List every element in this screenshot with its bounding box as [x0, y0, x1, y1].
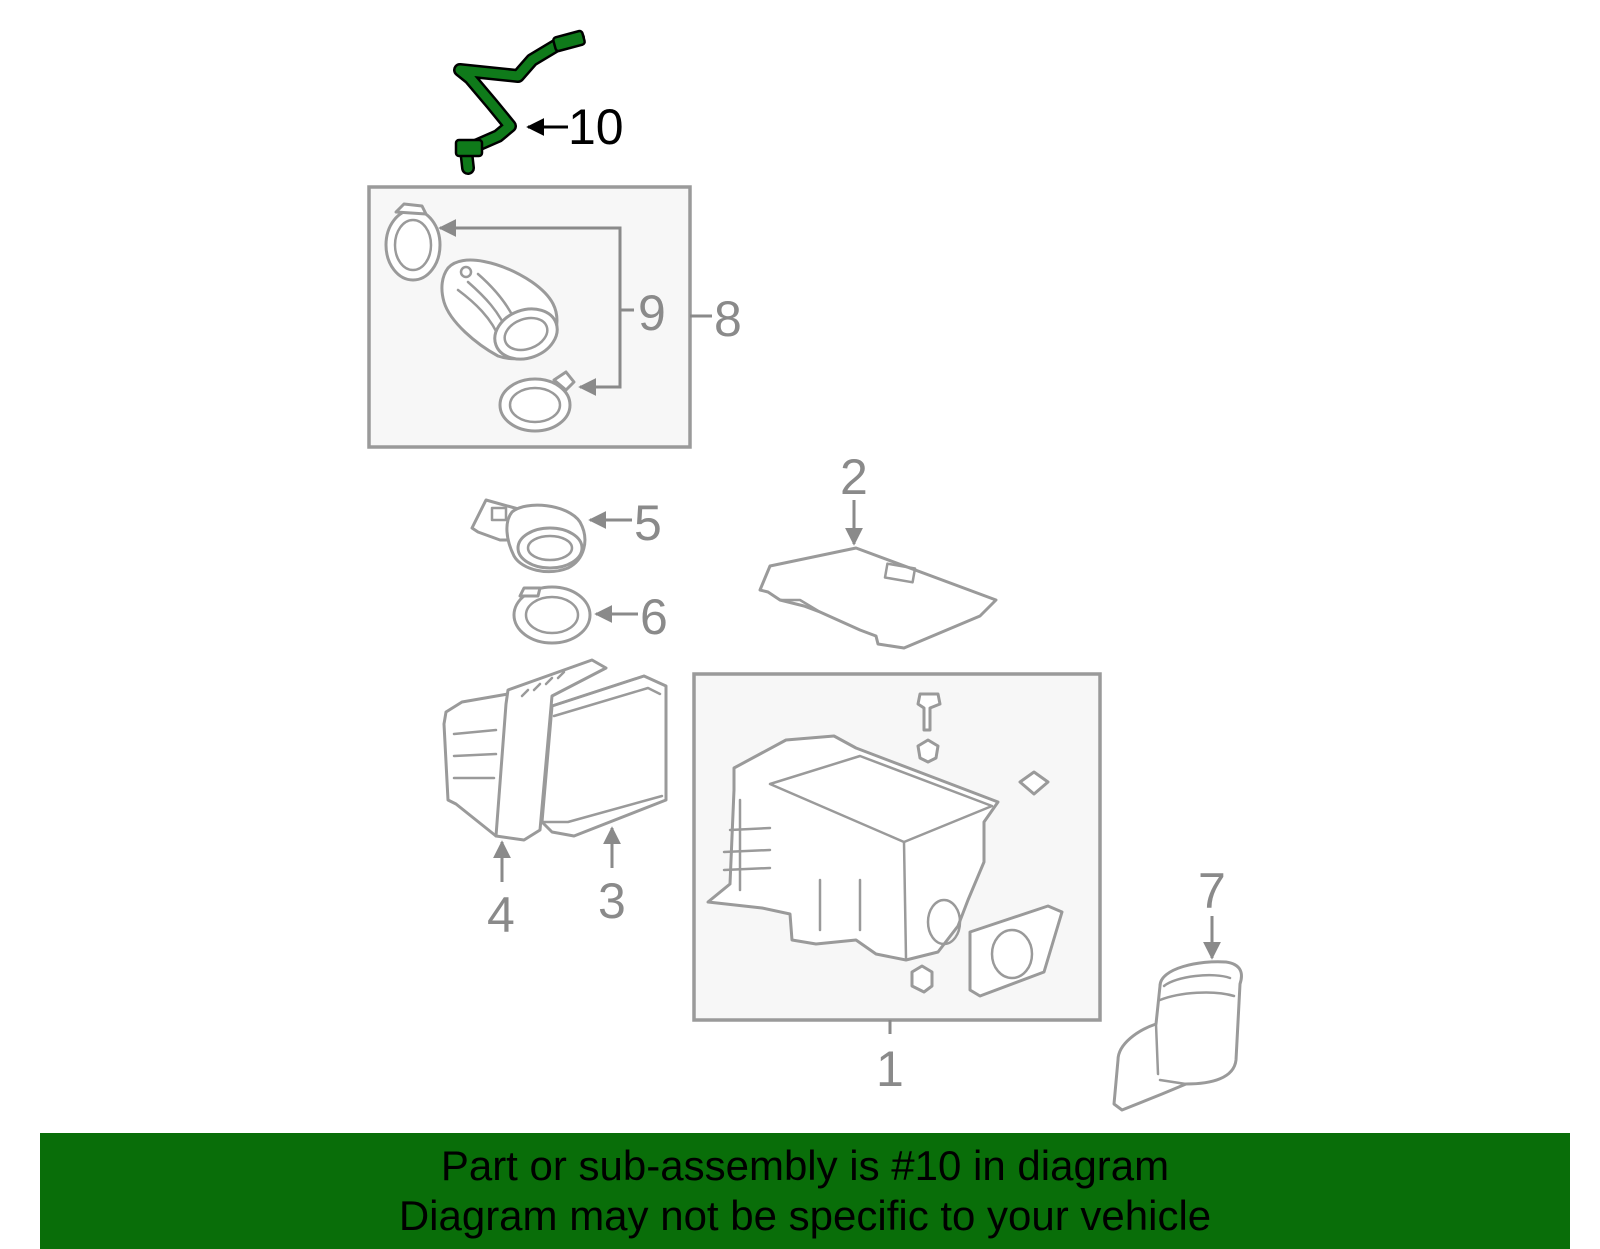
box-part-8 — [367, 185, 692, 449]
part-3-filter[interactable] — [540, 674, 668, 838]
callout-10-label: 10 — [568, 99, 624, 155]
banner-line-1: Part or sub-assembly is #10 in diagram — [440, 1142, 1170, 1189]
info-banner: Part or sub-assembly is #10 in diagram D… — [40, 1133, 1570, 1249]
callout-4-label: 4 — [487, 887, 515, 943]
callout-1-label: 1 — [876, 1041, 904, 1097]
part-6-clamp[interactable] — [512, 585, 592, 645]
callout-7: 7 — [1198, 863, 1226, 960]
callout-6: 6 — [594, 589, 668, 645]
callout-1: 1 — [876, 1020, 904, 1097]
callout-8: 8 — [690, 291, 742, 347]
callout-5: 5 — [588, 495, 662, 551]
callout-2-label: 2 — [840, 449, 868, 505]
part-5-sensor[interactable] — [470, 498, 587, 574]
banner-line-2: Diagram may not be specific to your vehi… — [398, 1192, 1212, 1239]
part-10-hose[interactable] — [453, 29, 586, 175]
callout-6-label: 6 — [640, 589, 668, 645]
callout-7-label: 7 — [1198, 863, 1226, 919]
callout-8-label: 8 — [714, 291, 742, 347]
box-part-1 — [692, 672, 1102, 1022]
callout-5-label: 5 — [634, 495, 662, 551]
part-4-housing-end[interactable] — [442, 658, 608, 842]
callout-3: 3 — [598, 826, 626, 929]
callout-9-label: 9 — [638, 285, 666, 341]
callout-2: 2 — [840, 449, 868, 546]
callout-10: 10 — [526, 99, 624, 155]
callout-9: 9 — [638, 285, 666, 341]
part-7-duct[interactable] — [1112, 960, 1243, 1112]
callout-4: 4 — [487, 840, 515, 943]
callout-3-label: 3 — [598, 873, 626, 929]
part-2-cover[interactable] — [758, 546, 998, 650]
